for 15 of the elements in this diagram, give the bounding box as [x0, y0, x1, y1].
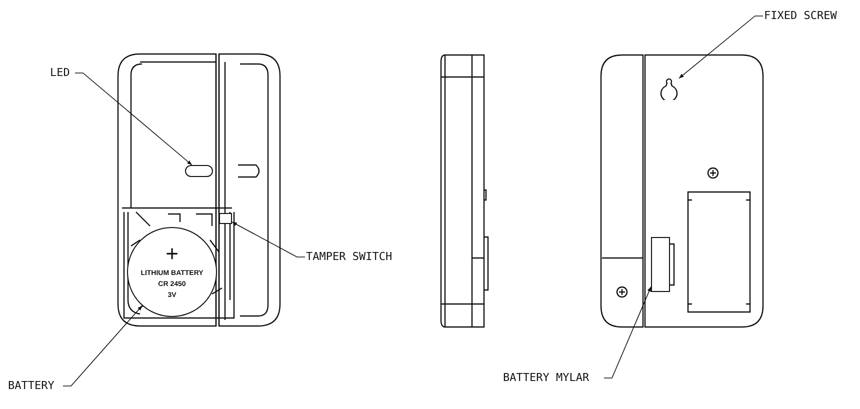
part-label: LED: [50, 66, 74, 80]
leader-line: [74, 72, 192, 166]
leader-line: [604, 286, 652, 378]
leader-line: [62, 305, 143, 386]
polarity-sign: +: [166, 244, 178, 264]
leader-line: [678, 16, 764, 79]
part-label: BATTERY: [8, 379, 62, 393]
part-label: BATTERY MYLAR: [503, 371, 603, 385]
led-window: [185, 165, 213, 177]
part-label: FIXED SCREW: [764, 9, 846, 23]
tamper-switch: [219, 213, 232, 224]
part-label: TAMPER SWITCH: [306, 250, 398, 264]
leader-line: [232, 222, 306, 258]
coin-battery: [127, 227, 217, 317]
tamper-switch: [651, 237, 670, 292]
